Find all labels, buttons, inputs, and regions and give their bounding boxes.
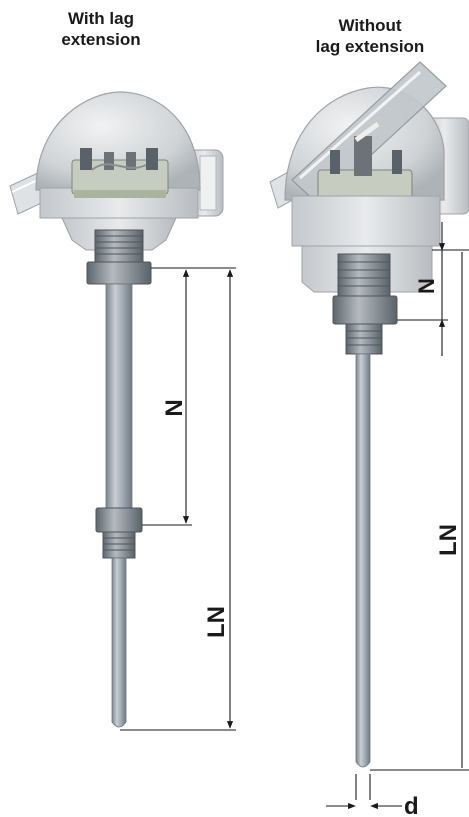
left-n-label: N [161, 399, 188, 416]
title-right-line2: lag extension [315, 37, 425, 56]
right-d-label: d [404, 793, 419, 817]
left-dimensions [120, 267, 236, 731]
right-dimensions [326, 222, 469, 810]
left-top-thread [94, 229, 144, 263]
title-without-lag-extension: Without lag extension [285, 15, 455, 57]
title-with-lag-extension: With lag extension [36, 8, 166, 50]
right-n-label: N [414, 278, 439, 294]
left-terminal-block [71, 148, 169, 198]
title-left-line1: With lag [68, 9, 134, 28]
left-lower-thread [102, 531, 136, 559]
right-terminal-block [317, 121, 413, 201]
left-lag-tube [105, 283, 133, 511]
thermometer-with-lag-extension [9, 91, 224, 728]
right-sensor-probe [355, 353, 371, 768]
right-lower-thread [345, 323, 383, 355]
right-hex-nut [332, 295, 398, 325]
left-sensor-probe [111, 557, 127, 728]
right-ln-label: LN [435, 524, 462, 556]
title-right-line1: Without [338, 16, 402, 35]
left-top-hex-nut [86, 261, 152, 285]
thermometer-without-lag-extension [269, 61, 469, 768]
title-left-line2: extension [61, 30, 141, 49]
right-top-thread [337, 253, 391, 297]
right-head-body [291, 195, 441, 247]
left-lower-hex-nut [95, 507, 143, 533]
left-ln-label: LN [203, 606, 230, 638]
